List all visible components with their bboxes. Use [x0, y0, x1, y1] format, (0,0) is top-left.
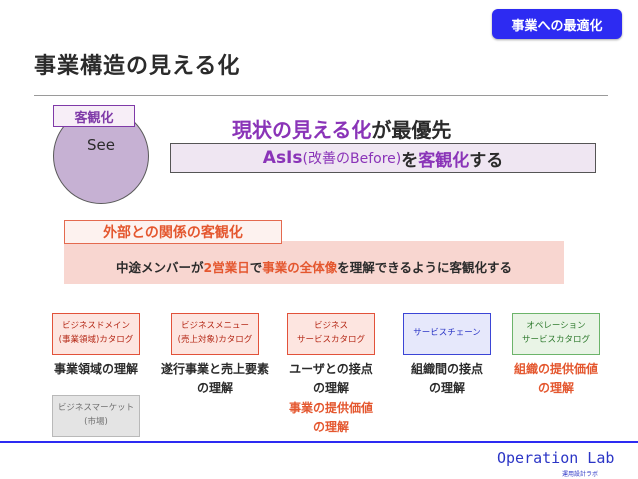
- card-business-domain: ビジネスドメイン (事業領域)カタログ: [52, 313, 140, 355]
- card-business-service: ビジネス サービスカタログ: [287, 313, 375, 355]
- caption-business-value: 事業の提供価値 の理解: [271, 399, 391, 436]
- card-line1: オペレーション: [526, 321, 586, 332]
- card-line1: ビジネスメニュー: [180, 321, 249, 332]
- gaibu-t3: で: [249, 260, 263, 275]
- asis-objectify: 客観化: [418, 150, 470, 171]
- page-title: 事業構造の見える化: [34, 54, 241, 79]
- caption-line2: の理解: [312, 380, 349, 395]
- card-operation-service: オペレーション サービスカタログ: [512, 313, 600, 355]
- caption-org-value: 組織の提供価値 の理解: [496, 360, 616, 397]
- card-line2: サービスカタログ: [521, 335, 590, 345]
- card-line1: ビジネスドメイン: [61, 321, 130, 332]
- card-line1: ビジネス: [313, 321, 348, 332]
- brand-logo: Operation Lab: [497, 449, 615, 467]
- optimization-tag: 事業への最適化: [492, 9, 622, 39]
- caption-org-touchpoint: 組織間の接点 の理解: [387, 360, 507, 397]
- caption-line1: 組織の提供価値: [513, 362, 598, 376]
- gaibu-t4: 事業の全体像: [262, 260, 338, 275]
- caption-line1: 事業の提供価値: [288, 401, 373, 415]
- gaibu-t2: 2営業日: [203, 260, 250, 275]
- caption-line1: 遂行事業と売上要素: [160, 362, 269, 376]
- asis-term: AsIs: [262, 148, 303, 168]
- caption-line1: ユーザとの接点: [289, 362, 373, 376]
- headline: 現状の見える化が最優先: [232, 114, 451, 143]
- card-line2: (売上対象)カタログ: [177, 335, 253, 345]
- caption-line1: 事業領域の理解: [53, 362, 138, 376]
- objectify-badge: 客観化: [53, 105, 135, 127]
- caption-line2: の理解: [312, 419, 349, 434]
- card-line1: サービスチェーン: [413, 328, 481, 339]
- caption-line2: の理解: [196, 380, 233, 395]
- card-service-chain: サービスチェーン: [403, 313, 491, 355]
- card-line2: サービスカタログ: [296, 335, 365, 345]
- gaibu-t1: 中途メンバーが: [115, 260, 204, 275]
- caption-line1: 組織間の接点: [410, 362, 483, 376]
- card-business-menu: ビジネスメニュー (売上対象)カタログ: [171, 313, 259, 355]
- title-divider: [34, 95, 608, 96]
- asis-particle: を: [401, 150, 419, 171]
- external-relation-label: 外部との関係の客観化: [64, 220, 282, 244]
- headline-emphasis: 現状の見える化: [232, 118, 372, 142]
- headline-rest: が最優先: [371, 118, 452, 142]
- external-relation-text: 中途メンバーが2営業日で事業の全体像を理解できるように客観化する: [64, 257, 564, 276]
- caption-user-touchpoint: ユーザとの接点 の理解: [271, 360, 391, 397]
- caption-line2: の理解: [537, 380, 574, 395]
- asis-box: AsIs(改善のBefore)を客観化する: [170, 143, 596, 173]
- external-relation-bar: [64, 241, 564, 284]
- asis-note: (改善のBefore): [302, 151, 402, 167]
- footer-divider: [0, 441, 638, 443]
- card-line2: (事業領域)カタログ: [58, 335, 134, 345]
- caption-line2: の理解: [428, 380, 465, 395]
- brand-subtitle: 運用設計ラボ: [562, 471, 599, 478]
- card-line1: ビジネスマーケット: [57, 403, 135, 414]
- caption-menu: 遂行事業と売上要素 の理解: [155, 360, 275, 397]
- see-label: See: [87, 136, 115, 154]
- gaibu-t5: を理解できるように客観化する: [337, 260, 512, 275]
- card-business-market: ビジネスマーケット (市場): [52, 395, 140, 437]
- asis-suffix: する: [469, 150, 504, 171]
- caption-domain: 事業領域の理解: [36, 360, 156, 379]
- card-line2: (市場): [84, 417, 108, 427]
